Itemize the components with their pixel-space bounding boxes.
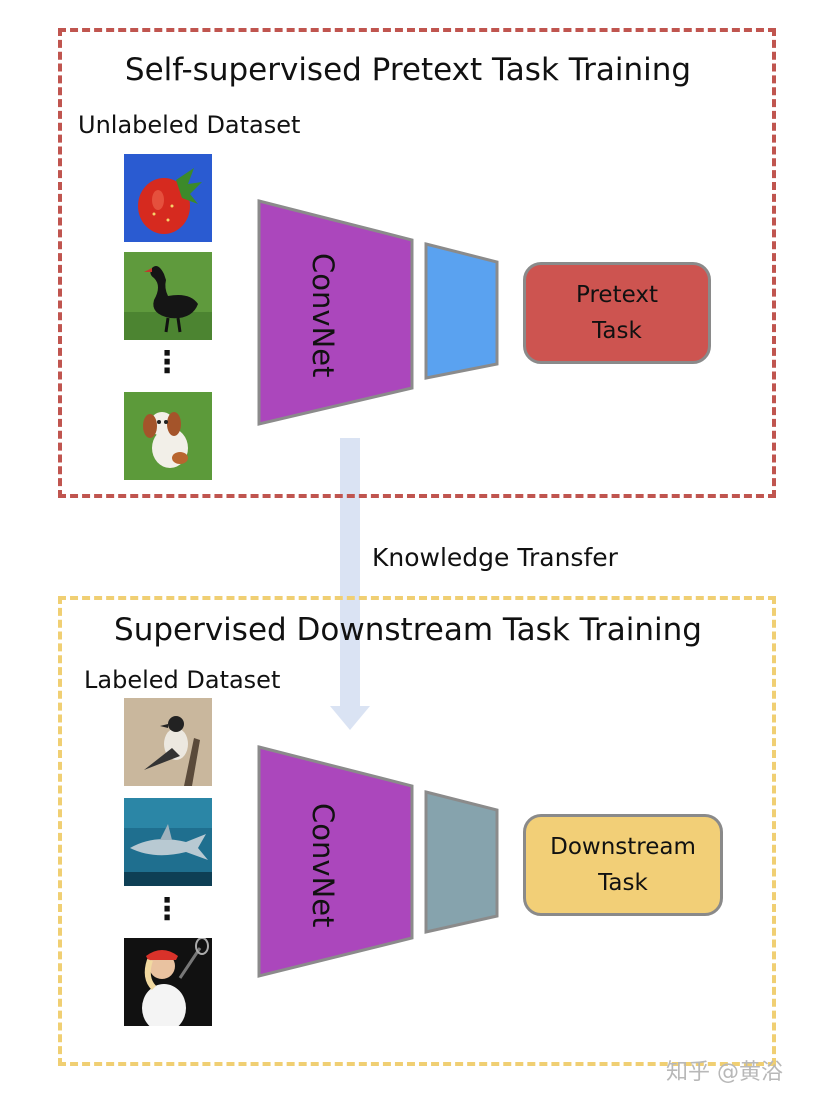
downstream-panel-title: Supervised Downstream Task Training <box>114 612 702 648</box>
downstream-convnet-label: ConvNet <box>306 803 340 928</box>
knowledge-transfer-label: Knowledge Transfer <box>372 543 618 572</box>
downstream-convnet-shape <box>257 745 499 978</box>
pretext-convnet-shape <box>257 199 499 426</box>
watermark: 知乎 @黄浴 <box>666 1060 783 1085</box>
downstream-training-panel <box>58 596 776 1066</box>
black-swan-image <box>124 252 212 340</box>
pretext-convnet-label: ConvNet <box>306 253 340 378</box>
bird-image <box>124 698 212 786</box>
pretext-panel-title: Self-supervised Pretext Task Training <box>124 52 692 88</box>
shark-image <box>124 798 212 886</box>
downstream-task-label: Downstream Task <box>550 834 696 896</box>
dataset-ellipsis: ⋮ <box>152 345 182 380</box>
labeled-dataset-label: Labeled Dataset <box>84 666 281 694</box>
strawberry-image <box>124 154 212 242</box>
tennis-player-image <box>124 938 212 1026</box>
unlabeled-dataset-label: Unlabeled Dataset <box>78 111 301 139</box>
pretext-task-box: Pretext Task <box>523 262 711 364</box>
knowledge-transfer-arrow <box>330 438 370 730</box>
pretext-task-label: Pretext Task <box>576 282 658 344</box>
downstream-task-box: Downstream Task <box>523 814 723 916</box>
labeled-dataset-ellipsis: ⋮ <box>152 892 182 927</box>
dog-image <box>124 392 212 480</box>
pretext-training-panel <box>58 28 776 498</box>
